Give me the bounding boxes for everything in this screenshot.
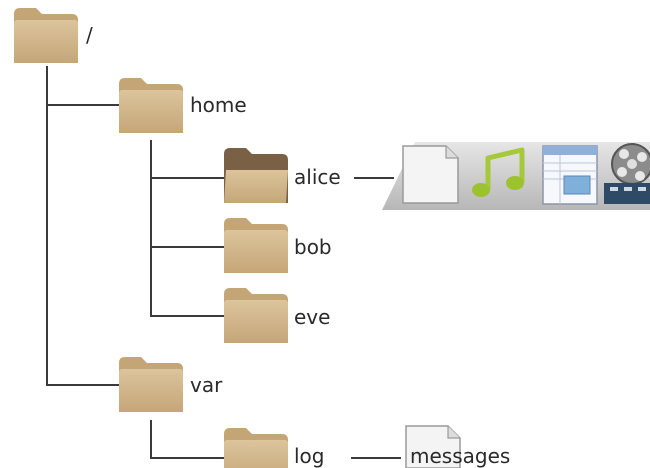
folder-label-root: / (86, 23, 93, 47)
folder-eve[interactable] (224, 288, 288, 343)
document-icon (402, 145, 459, 204)
film-reel-icon (604, 143, 650, 204)
folder-root[interactable] (14, 8, 78, 63)
messages-document-icon (405, 425, 461, 468)
folder-label-bob: bob (294, 235, 332, 259)
file-label-messages: messages (410, 444, 511, 468)
connector-home-bob (150, 178, 224, 248)
folder-label-var: var (190, 373, 223, 397)
connector-home-eve (150, 247, 224, 317)
folder-label-log: log (294, 444, 325, 468)
connector-root-var (46, 105, 119, 386)
folder-label-home: home (190, 93, 247, 117)
folder-alice[interactable] (224, 148, 288, 203)
connector-root-home (46, 66, 119, 106)
folder-log[interactable] (224, 428, 288, 468)
folder-home[interactable] (119, 78, 183, 133)
connector-home-alice (150, 140, 224, 179)
folder-bob[interactable] (224, 218, 288, 273)
tree-connectors (46, 66, 401, 459)
connector-var-log (150, 420, 224, 459)
folder-label-alice: alice (294, 165, 341, 189)
folder-var[interactable] (119, 357, 183, 412)
alice-files-shelf (382, 142, 650, 210)
folder-label-eve: eve (294, 305, 331, 329)
music-note-icon (472, 147, 525, 197)
spreadsheet-icon (542, 145, 598, 205)
